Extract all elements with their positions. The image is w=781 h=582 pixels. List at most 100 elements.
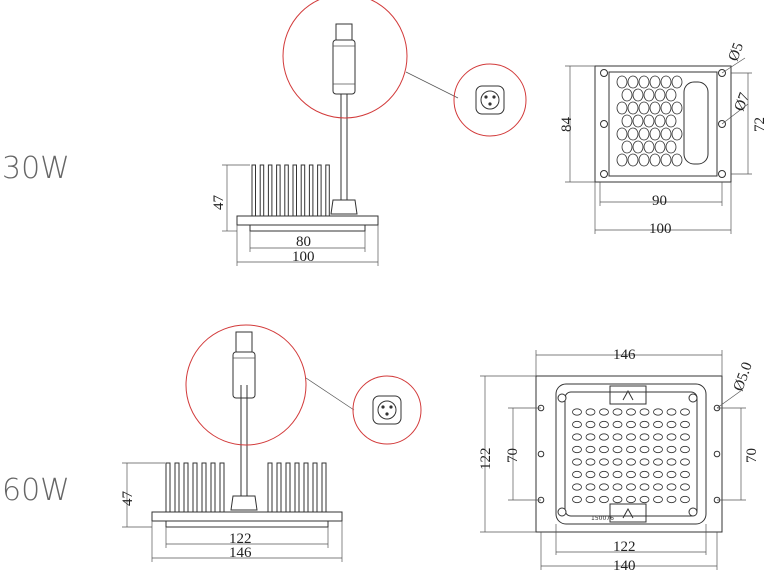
- leader-line-60w: [305, 377, 355, 411]
- board-60w: [555, 383, 707, 525]
- heatsink-fin: [276, 462, 282, 513]
- heatsink-fin: [284, 164, 289, 217]
- heatsink-fin: [267, 462, 273, 513]
- heatsink-fin: [183, 462, 189, 513]
- led-lens: [639, 420, 650, 429]
- dim-height-inner-30w: 72: [752, 117, 768, 132]
- led-lens: [599, 445, 609, 454]
- led-lens: [612, 445, 623, 454]
- led-lens: [671, 127, 683, 141]
- led-lens: [653, 408, 663, 416]
- dim-width-outer-60w: 140: [613, 558, 636, 574]
- led-lens: [572, 408, 582, 416]
- led-lens: [626, 420, 636, 429]
- led-lens: [638, 153, 650, 167]
- led-lens: [585, 445, 596, 454]
- led-lens: [643, 140, 655, 154]
- led-lens: [612, 420, 623, 429]
- led-lens: [626, 445, 636, 454]
- led-lens: [643, 114, 655, 128]
- led-lens: [666, 445, 677, 454]
- led-lens: [639, 495, 650, 504]
- heatsink-fins-30w: [251, 164, 330, 217]
- connector-head-60w: [235, 331, 253, 353]
- led-lens: [638, 101, 650, 115]
- led-lens: [671, 101, 683, 115]
- led-lens: [616, 101, 628, 115]
- top-view-30w: 84 72 90 100 Ø5 Ø7: [559, 41, 768, 237]
- led-lens: [612, 433, 623, 441]
- heatsink-fin: [276, 164, 281, 217]
- heatsink-fin: [317, 164, 322, 217]
- led-lens: [612, 483, 623, 491]
- led-lens: [599, 495, 609, 504]
- led-lens: [638, 127, 650, 141]
- led-lens: [585, 458, 596, 466]
- heatsink-fin: [192, 462, 198, 513]
- heatsink-fin: [259, 164, 265, 217]
- top-view-60w: 150076 146 122 70 70 122 140 Ø5.0: [478, 347, 760, 574]
- led-lens: [653, 470, 663, 479]
- led-lens: [626, 408, 636, 416]
- led-lens: [639, 458, 650, 466]
- cable-gland-30w: [330, 199, 358, 215]
- led-lens: [585, 495, 596, 504]
- plate-60w: [535, 375, 723, 533]
- led-lens: [671, 75, 683, 89]
- dim-width-top-60w: 146: [613, 347, 636, 363]
- dim-height-outer-60w: 122: [478, 448, 494, 471]
- led-lens: [585, 420, 596, 429]
- lens-slot-30w: [683, 81, 709, 165]
- heatsink-fin: [292, 164, 297, 217]
- dim-height-outer-30w: 84: [559, 117, 575, 133]
- heatsink-fin: [251, 164, 256, 217]
- led-lens: [572, 458, 582, 466]
- led-lens: [572, 470, 582, 479]
- heatsink-fin: [165, 462, 171, 513]
- heatsink-fin: [201, 462, 207, 513]
- heatsink-fin: [303, 462, 309, 513]
- led-lens: [680, 433, 690, 441]
- power-label-60w: 60W: [2, 473, 70, 508]
- led-lens: [680, 470, 690, 479]
- led-lens: [639, 483, 650, 491]
- lens-30w: [249, 224, 366, 232]
- led-lens: [627, 127, 639, 141]
- callout-hole-small-30w: Ø7: [732, 90, 753, 113]
- base-plate-30w: [236, 215, 379, 226]
- connector-60w: [232, 351, 256, 399]
- dim-width-inner-60w: 122: [613, 539, 636, 555]
- dim-inner-width-30w-side: 80: [296, 234, 311, 250]
- base-plate-60w: [151, 511, 343, 522]
- led-lens: [599, 458, 609, 466]
- led-lens: [666, 420, 677, 429]
- led-lens: [626, 483, 636, 491]
- led-lens: [666, 483, 677, 491]
- dim-outer-width-60w-side: 146: [229, 545, 252, 561]
- led-lens: [599, 470, 609, 479]
- led-lens: [638, 75, 650, 89]
- led-lens: [621, 140, 633, 154]
- led-lens: [680, 495, 690, 504]
- dim-height-right-60w: 70: [744, 448, 760, 463]
- side-view-30w: 47 80 100: [211, 0, 527, 266]
- dim-height-60w-side: 47: [120, 491, 136, 507]
- led-lens: [680, 458, 690, 466]
- connector-30w: [332, 39, 356, 95]
- led-lens: [585, 408, 596, 416]
- connector-detail-60w: [352, 375, 422, 445]
- top-clamp-60w: [609, 385, 647, 405]
- board-30w: [608, 71, 718, 177]
- led-lens: [649, 153, 661, 167]
- led-lens: [666, 408, 677, 416]
- connector-detail-30w: [453, 63, 527, 137]
- heatsink-fin: [174, 462, 180, 513]
- led-lens: [572, 420, 582, 429]
- led-lens: [643, 88, 655, 102]
- led-lens: [585, 433, 596, 441]
- led-lens: [632, 140, 644, 154]
- leader-line-30w: [405, 71, 459, 99]
- led-lens: [653, 420, 663, 429]
- led-lens: [621, 114, 633, 128]
